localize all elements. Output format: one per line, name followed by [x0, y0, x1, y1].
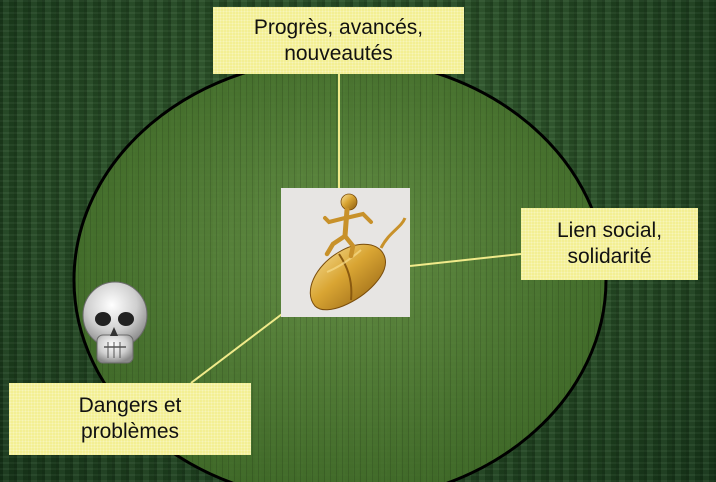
label-line: solidarité: [567, 245, 652, 268]
label-line: Lien social,: [556, 219, 663, 242]
label-progres-avances-nouveautes: Progrès, avancés, nouveautés: [213, 7, 464, 74]
label-line: nouveautés: [284, 41, 393, 65]
label-lien-social-solidarite: Lien social, solidarité: [521, 208, 698, 280]
label-line: problèmes: [80, 420, 180, 443]
connector-left: [190, 307, 291, 384]
label-dangers-et-problemes: Dangers et problèmes: [9, 383, 251, 455]
skull-icon: [82, 281, 148, 364]
connector-right: [409, 253, 522, 267]
label-line: Dangers et: [78, 394, 182, 417]
label-line: Progrès, avancés,: [253, 15, 424, 39]
golden-figure-riding-computer-mouse-icon: [309, 193, 407, 311]
center-icon-tile: [281, 188, 410, 317]
